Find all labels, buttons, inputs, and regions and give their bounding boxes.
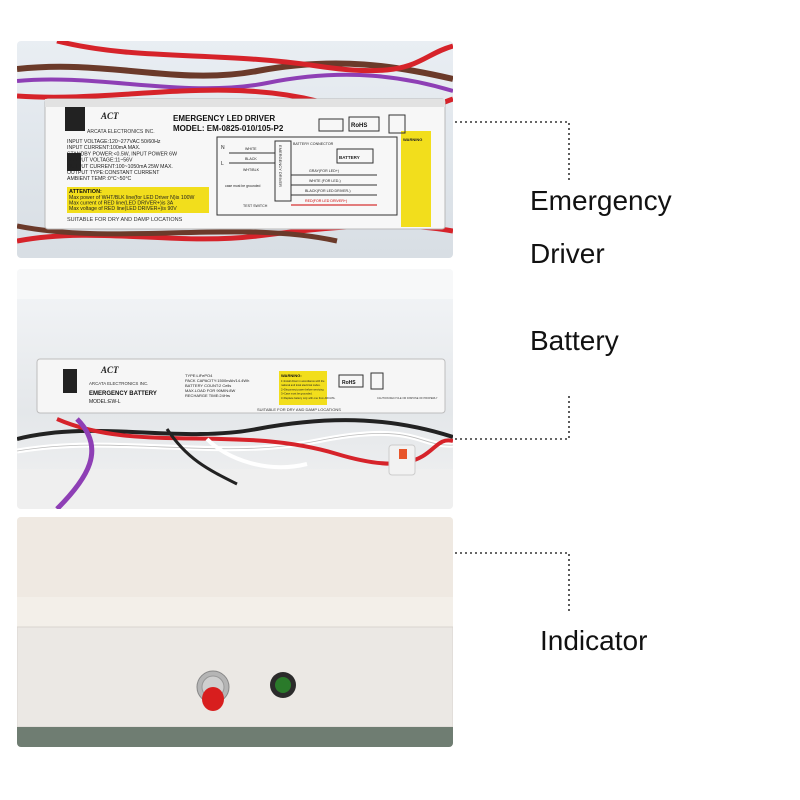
wiring-n: N [221,145,225,151]
indicator-light [275,677,291,693]
wiring-gray: GRAY(FOR LED+) [309,169,339,173]
battery-warning-line: 1>Install driver in accordance with the [281,379,325,383]
wiring-wht-blk: WHT/BLK [243,168,260,172]
battery-warning-box [279,371,327,405]
driver-brand: ACT [100,111,119,121]
callout-emergency-driver-line2: Driver [530,238,605,269]
battery-warning-lines: 1>Install driver in accordance with then… [281,379,336,400]
callout-battery: Battery [530,325,619,356]
driver-wiring-diagram [216,136,398,216]
wiring-ground: case must be grounded [225,184,261,188]
driver-attention-line: Max current of RED line(LED DRIVER+)is 3… [69,200,174,206]
battery-suitable: SUITABLE FOR DRY AND DAMP LOCATIONS [257,407,341,412]
indicator-photo [17,517,453,747]
wiring-white: WHITE [245,147,257,151]
wiring-test-switch: TEST SWITCH [243,204,268,208]
battery-spec-line: RECHARGE TIME:24Hrs [185,393,230,398]
battery-spec-line: TYPE:LiFePO4 [185,373,213,378]
driver-attention-lines: Max power of WHT/BLK line(for LED Driver… [69,195,194,212]
driver-spec-line: INPUT CURRENT:100mA MAX. [67,145,140,151]
driver-warning-panel [401,131,431,227]
wiring-black: BLACK [245,157,257,161]
callout-indicator: Indicator [540,625,648,656]
driver-attention-line: Max voltage of RED line(LED DRIVER+)is 9… [69,206,177,212]
driver-attention-line: Max power of WHT/BLK line(for LED Driver… [69,195,194,201]
battery-illustration: ACT ARCATA ELECTRONICS INC. EMERGENCY BA… [17,269,453,509]
battery-company: ARCATA ELECTRONICS INC. [89,381,148,386]
battery-spec-line: MAX.LOAD FOR 90MIN:8W [185,388,235,393]
battery-warning-line: 2>Disconnect power before servicing [281,387,324,391]
battery-warning-title: WARNING: [281,373,302,378]
driver-spec-line: AMBIENT TEMP.:0°C~50°C [67,176,132,182]
callout-line-driver [455,121,570,182]
wiring-black-led: BLACK(FOR LED DRIVER-) [305,189,351,193]
battery-spec-line: PACK CAPACITY:1500mAh/14.4Wh [185,378,249,383]
callout-line-indicator [455,552,570,612]
wiring-white-led: WHITE (FOR LED-) [309,179,341,183]
wiring-driver-box: EMERGENCY DRIVER [278,145,283,187]
driver-spec-line: STANDBY POWER:<0.5W, INPUT POWER 6W [67,151,177,157]
battery-photo: ACT ARCATA ELECTRONICS INC. EMERGENCY BA… [17,269,453,509]
driver-suitable: SUITABLE FOR DRY AND DAMP LOCATIONS [67,217,183,223]
callout-emergency-driver-line1: Emergency [530,185,672,216]
wiring-battery-connector: BATTERY CONNECTOR [293,142,334,146]
battery-warning-line: 4>Replace battery only with one from ARC… [281,396,336,400]
emergency-driver-illustration: ACT ARCATA ELECTRONICS INC. EMERGENCY LE… [17,41,453,244]
driver-spec-line: OUTPUT TYPE:CONSTANT CURRENT [67,170,160,176]
wiring-battery: BATTERY [339,155,360,160]
driver-title: EMERGENCY LED DRIVER [173,114,275,123]
wiring-red-led: RED(FOR LED DRIVER+) [305,199,347,203]
battery-rohs: RoHS [342,380,356,386]
battery-warning-line: 3>Case must be grounded. [281,392,313,396]
driver-attention-title: ATTENTION: [69,189,102,195]
battery-model: MODEL:EW-L [89,399,121,405]
driver-spec-line: INPUT VOLTAGE:120~277VAC 50/60Hz [67,139,161,145]
driver-spec-line: OUTPUT VOLTAGE:11~56V [67,158,133,164]
emergency-driver-photo: ACT ARCATA ELECTRONICS INC. EMERGENCY LE… [17,41,453,258]
wiring-l: L [221,161,224,167]
test-button [202,687,224,711]
indicator-illustration [17,517,453,747]
driver-attention-box [67,187,209,213]
battery-title: EMERGENCY BATTERY [89,391,157,397]
driver-rohs: RoHS [351,123,367,129]
battery-caution: CAUTION RECYCLE OR DISPOSE OF PROPERLY [377,396,438,400]
driver-company: ARCATA ELECTRONICS INC. [87,129,155,135]
callout-line-battery [455,394,570,440]
driver-spec-line: OUTPUT CURRENT:100~1050mA 25W MAX. [67,164,173,170]
battery-warning-line: national and local electrical codes. [281,383,321,387]
battery-brand: ACT [100,365,119,375]
driver-warning-title: WARNING [403,137,422,142]
driver-model: MODEL: EM-0825-010/105-P2 [173,124,284,133]
battery-spec-line: BATTERY COUNT:2 Cells [185,383,231,388]
